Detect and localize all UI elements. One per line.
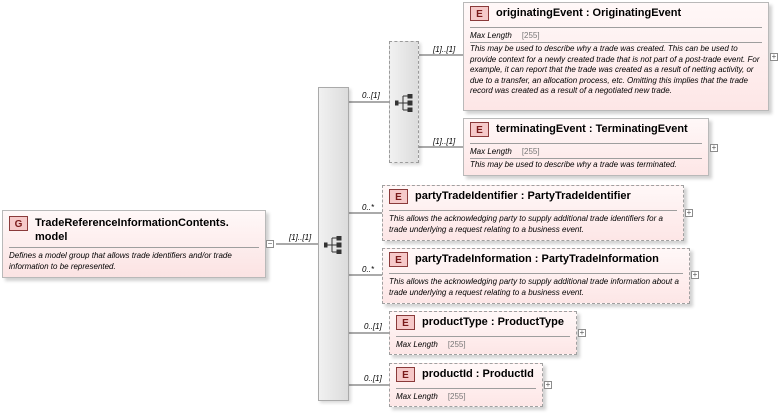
element-badge-icon: E xyxy=(470,122,489,137)
inner-sequence-compositor[interactable] xyxy=(389,41,419,163)
max-length-facet: Max Length[255] xyxy=(396,392,466,401)
max-length-facet: Max Length[255] xyxy=(470,31,540,40)
group-title: TradeReferenceInformationContents.model xyxy=(35,217,229,243)
sequence-icon xyxy=(324,236,342,254)
element-occurrence: 0..[1] xyxy=(364,322,382,331)
expand-icon[interactable]: + xyxy=(770,52,778,61)
element-documentation: This may be used to describe why a trade… xyxy=(470,44,760,95)
expand-icon[interactable]: + xyxy=(578,328,586,337)
max-length-facet: Max Length[255] xyxy=(396,340,466,349)
element-occurrence: 0..* xyxy=(362,203,375,212)
model-group-box[interactable]: G TradeReferenceInformationContents.mode… xyxy=(2,210,266,278)
main-sequence-occurrence: [1]..[1] xyxy=(289,233,312,242)
main-sequence-compositor[interactable] xyxy=(318,87,349,401)
expand-icon[interactable]: + xyxy=(710,143,718,152)
group-collapse-icon[interactable]: − xyxy=(266,239,274,248)
expand-icon[interactable]: + xyxy=(691,270,699,279)
element-badge-icon: E xyxy=(396,367,415,382)
max-length-facet: Max Length[255] xyxy=(470,147,540,156)
group-documentation: Defines a model group that allows trade … xyxy=(9,251,232,271)
element-title: productId : ProductId xyxy=(422,368,534,380)
expand-icon[interactable]: + xyxy=(544,380,552,389)
element-occurrence: 0..* xyxy=(362,265,375,274)
element-title: partyTradeIdentifier : PartyTradeIdentif… xyxy=(415,190,631,202)
inner-sequence-occurrence: 0..[1] xyxy=(362,91,380,100)
element-documentation: This allows the acknowledging party to s… xyxy=(389,277,679,297)
element-documentation: This may be used to describe why a trade… xyxy=(470,160,677,169)
element-occurrence: [1]..[1] xyxy=(433,45,456,54)
element-occurrence: 0..[1] xyxy=(364,374,382,383)
element-badge-icon: E xyxy=(389,252,408,267)
element-title: productType : ProductType xyxy=(422,316,564,328)
expand-icon[interactable]: + xyxy=(685,208,693,217)
element-badge-icon: E xyxy=(396,315,415,330)
group-badge-icon: G xyxy=(9,216,28,231)
sequence-icon xyxy=(395,94,413,112)
element-documentation: This allows the acknowledging party to s… xyxy=(389,214,663,234)
element-title: partyTradeInformation : PartyTradeInform… xyxy=(415,253,659,265)
element-badge-icon: E xyxy=(389,189,408,204)
element-badge-icon: E xyxy=(470,6,489,21)
element-occurrence: [1]..[1] xyxy=(433,137,456,146)
element-title: originatingEvent : OriginatingEvent xyxy=(496,7,682,19)
element-title: terminatingEvent : TerminatingEvent xyxy=(496,123,688,135)
